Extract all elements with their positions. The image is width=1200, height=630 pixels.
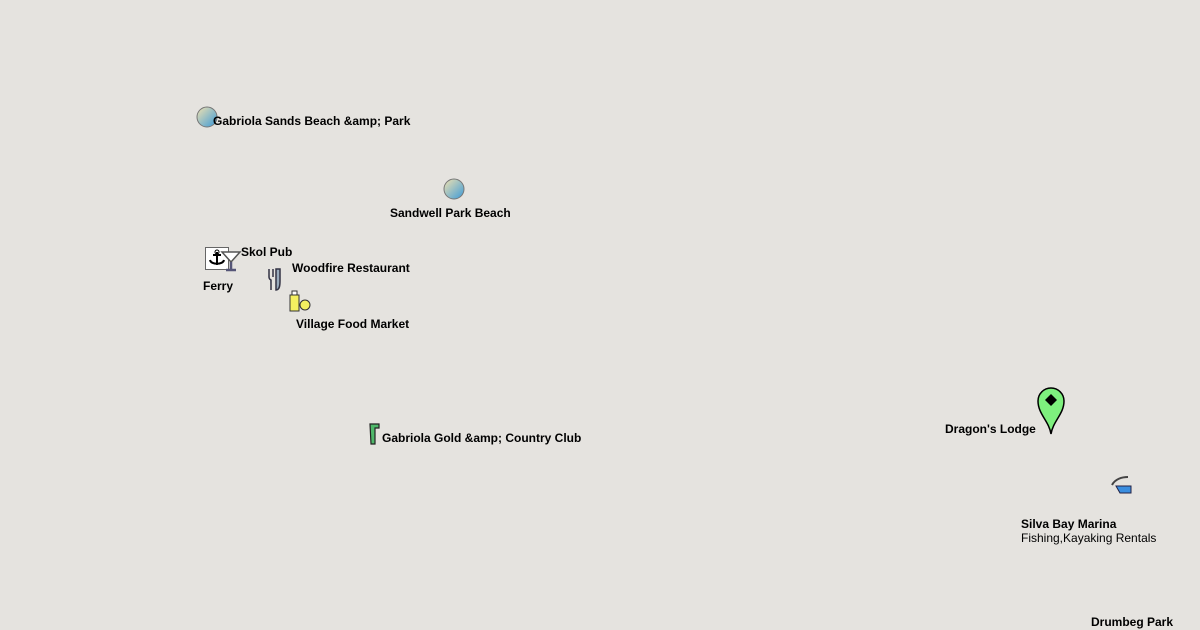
grocery-icon[interactable] [289,290,312,312]
restaurant-icon[interactable] [267,267,283,291]
place-label-woodfire[interactable]: Woodfire Restaurant [292,261,410,275]
place-label-drumbeg[interactable]: Drumbeg Park [1091,615,1174,629]
place-label-sandwell[interactable]: Sandwell Park Beach [390,206,511,220]
place-label-ferry[interactable]: Ferry [203,279,234,293]
place-description-silva-bay: Fishing,Kayaking Rentals [1021,531,1157,545]
place-label-silva-bay[interactable]: Silva Bay Marina [1021,517,1117,531]
golf-icon[interactable] [367,422,382,446]
marina-icon[interactable] [1108,473,1133,496]
beach-icon[interactable] [196,106,218,128]
place-label-gabriola-sands[interactable]: Gabriola Sands Beach &amp; Park [213,114,411,128]
martini-icon[interactable] [220,250,242,272]
beach-icon[interactable] [443,178,465,200]
map-pin-icon[interactable] [1036,386,1066,436]
place-label-dragons-lodge[interactable]: Dragon's Lodge [945,422,1036,436]
place-label-village-food[interactable]: Village Food Market [296,317,410,331]
place-label-golf-club[interactable]: Gabriola Gold &amp; Country Club [382,431,582,445]
place-label-skol-pub[interactable]: Skol Pub [241,245,293,259]
